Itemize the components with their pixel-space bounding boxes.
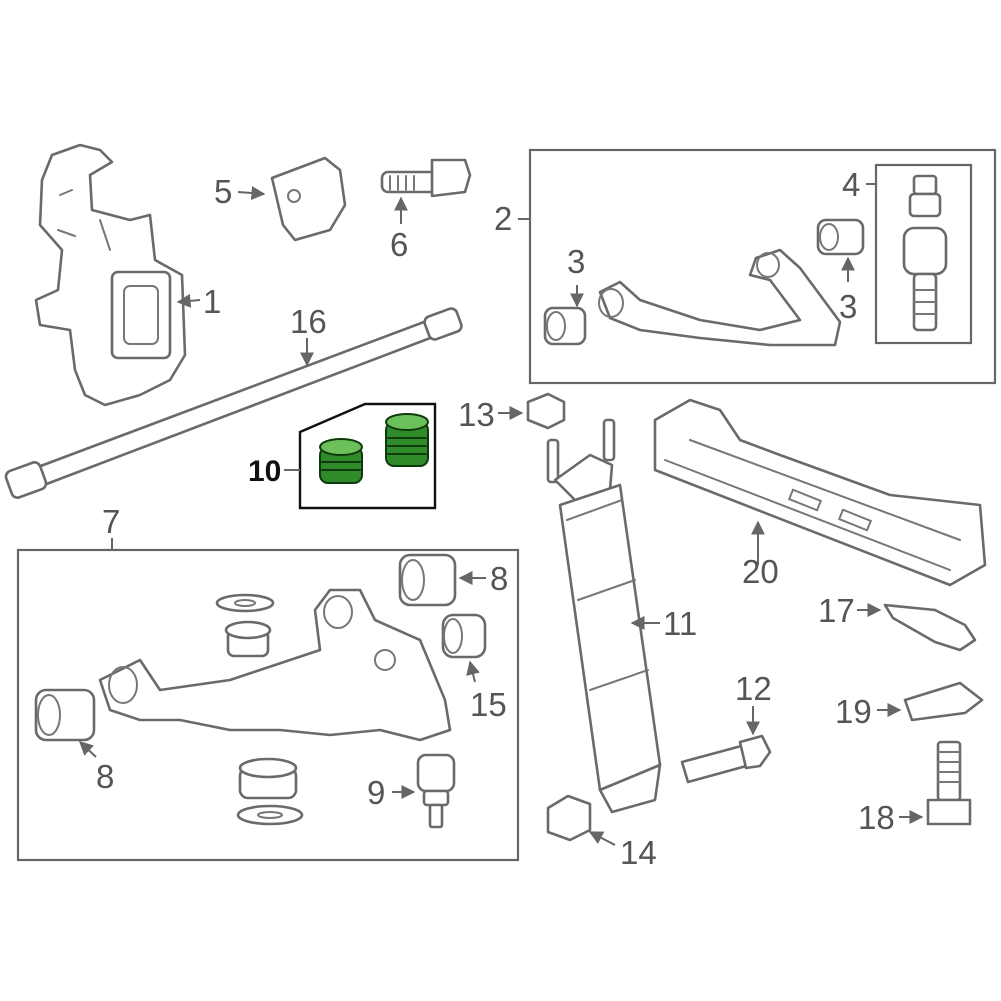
part-11-shock-absorber [546, 418, 662, 814]
part-19-shield [903, 681, 984, 722]
part-16-stabilizer-shaft [4, 307, 463, 499]
group-box-lower-arm [16, 548, 520, 862]
callout-2: 2 [494, 200, 513, 237]
part-7-upper-washer [215, 593, 275, 613]
callout-7: 7 [102, 503, 121, 540]
part-5-hole [287, 189, 301, 203]
callout-9: 9 [367, 774, 386, 811]
callout-4: 4 [842, 166, 861, 203]
callout-11: 11 [663, 605, 698, 642]
part-6-bolt [380, 158, 472, 198]
part-14-nut [546, 794, 592, 842]
part-3-bushing-left [543, 306, 587, 346]
callout-13: 13 [458, 396, 495, 433]
part-3-bushing-right [816, 218, 865, 256]
callout-17: 17 [818, 592, 855, 629]
part-1-steering-knuckle [34, 143, 187, 407]
part-20-crossmember [653, 398, 987, 587]
callout-14: 14 [620, 834, 657, 871]
callout-8-top: 8 [490, 560, 509, 597]
part-8-bushing-bottom [34, 688, 96, 742]
callout-12: 12 [735, 670, 772, 707]
callout-20: 20 [742, 553, 779, 590]
callout-18: 18 [858, 799, 895, 836]
callout-5: 5 [214, 173, 233, 210]
leader-lines [78, 183, 924, 846]
part-2-upper-control-arm [598, 248, 842, 347]
callout-8-bottom: 8 [96, 758, 115, 795]
part-15-bushing [441, 613, 487, 659]
callout-1: 1 [203, 283, 222, 320]
part-7-upper-spacer [224, 620, 272, 658]
part-12-bolt [680, 734, 772, 784]
part-17-brace [883, 603, 977, 652]
part-7-lower-control-arm [98, 588, 452, 742]
callout-16: 16 [290, 303, 327, 340]
callout-19: 19 [835, 693, 872, 730]
part-18-bolt [926, 740, 972, 826]
group-box-upper-arm [528, 148, 997, 385]
callout-10: 10 [248, 455, 282, 488]
callout-3-right: 3 [839, 288, 858, 325]
part-13-nut [526, 392, 566, 430]
part-9-lower-ball-joint [416, 753, 456, 829]
part-7-lower-washer [236, 804, 304, 826]
group-box-ball-joint-upper [874, 163, 973, 345]
part-10-bushing-highlighted [319, 413, 429, 484]
part-4-upper-ball-joint [902, 174, 948, 332]
part-5-shield [270, 156, 347, 242]
part-7-lower-spacer [238, 757, 298, 800]
callout-3-left: 3 [567, 243, 586, 280]
callout-6: 6 [390, 226, 409, 263]
part-8-bushing-top [398, 553, 457, 607]
callout-15: 15 [470, 686, 507, 723]
